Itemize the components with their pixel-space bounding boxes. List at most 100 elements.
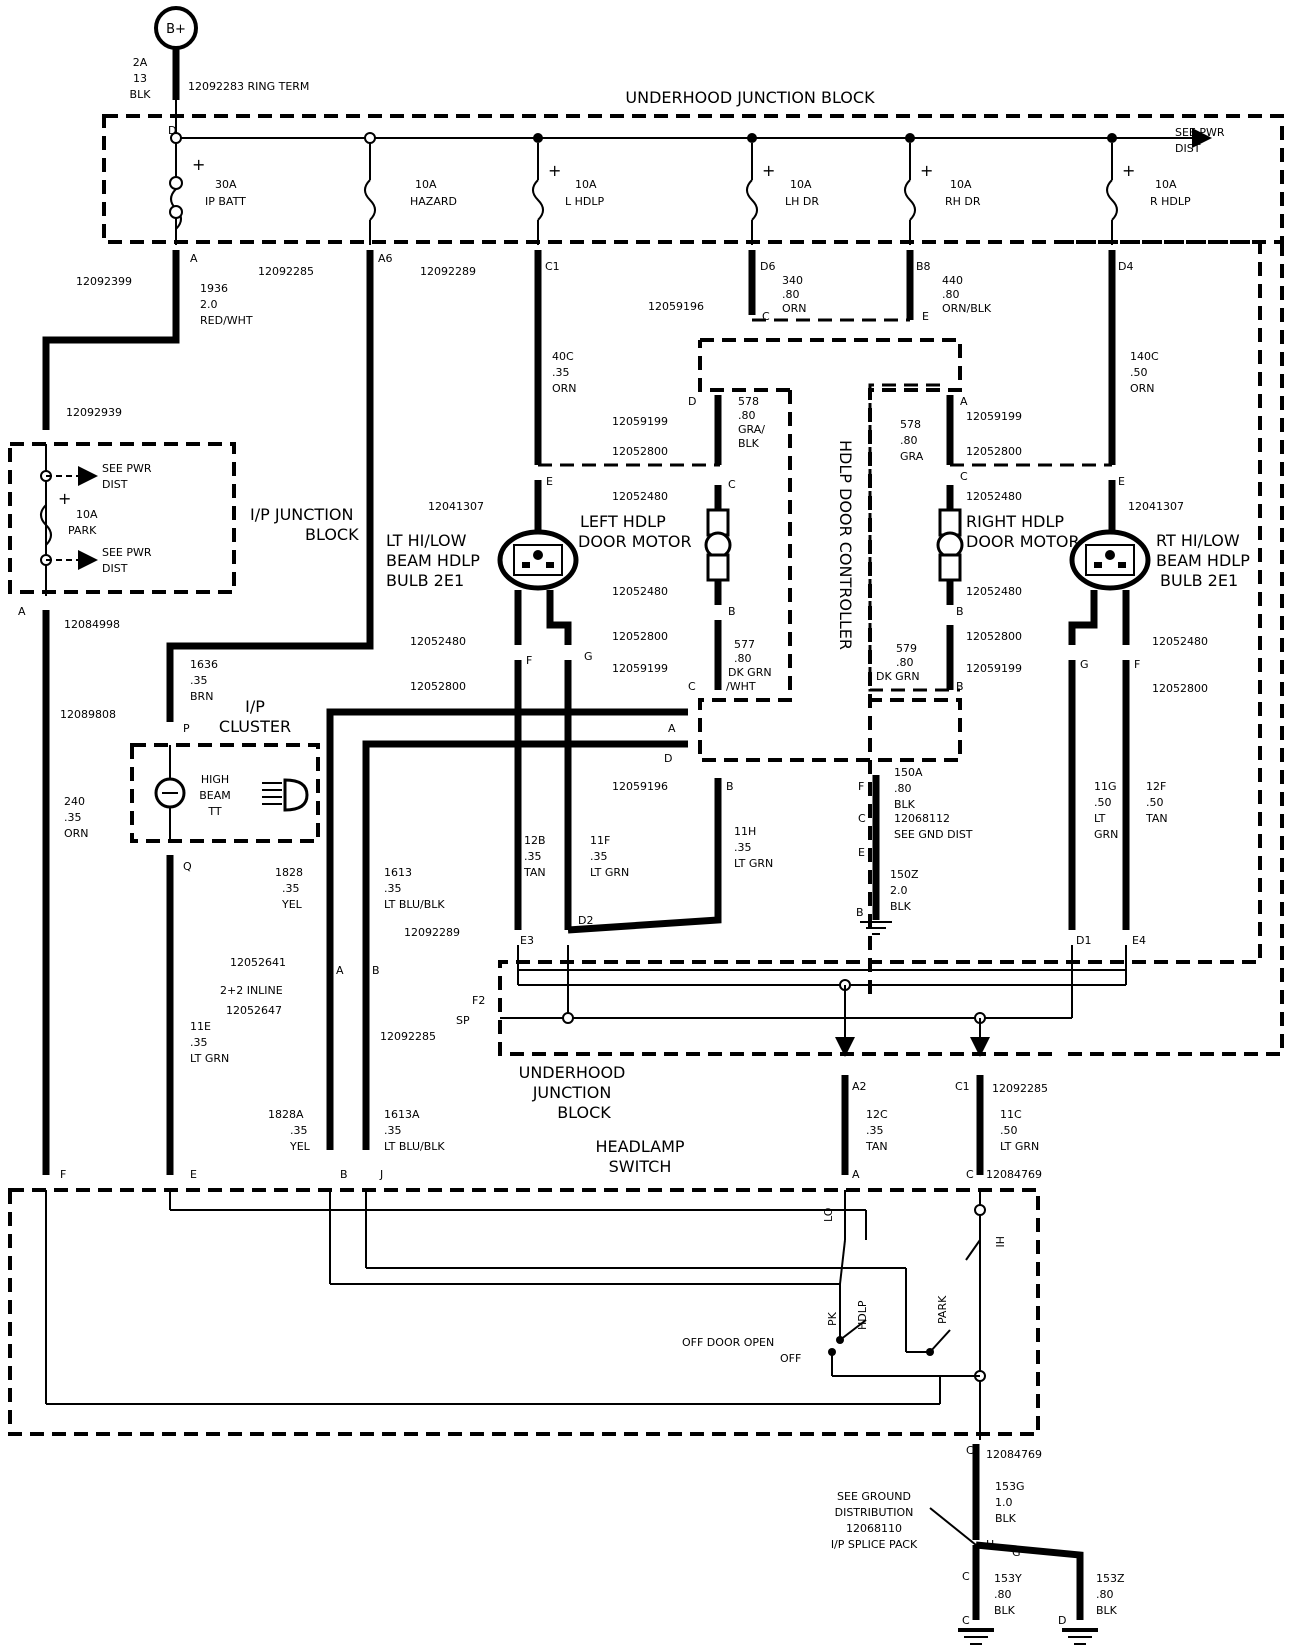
svg-text:LH DR: LH DR — [785, 195, 819, 208]
svg-text:11G: 11G — [1094, 780, 1117, 793]
svg-text:SEE PWR: SEE PWR — [1175, 126, 1225, 139]
svg-text:B: B — [340, 1168, 348, 1181]
svg-text:2A: 2A — [133, 56, 148, 69]
svg-text:LO: LO — [822, 1207, 835, 1222]
svg-text:.80: .80 — [782, 288, 800, 301]
svg-text:RH DR: RH DR — [945, 195, 981, 208]
svg-text:150Z: 150Z — [890, 868, 919, 881]
svg-text:DIST: DIST — [102, 478, 128, 491]
svg-text:A6: A6 — [378, 252, 393, 265]
svg-text:E: E — [546, 475, 553, 488]
high-beam-symbol-icon — [262, 778, 309, 812]
svg-text:HI: HI — [993, 1236, 1006, 1248]
svg-text:12092399: 12092399 — [76, 275, 132, 288]
svg-text:C: C — [962, 1570, 970, 1583]
svg-text:LT GRN: LT GRN — [590, 866, 629, 879]
svg-text:E4: E4 — [1132, 934, 1146, 947]
svg-text:30A: 30A — [215, 178, 237, 191]
svg-text:A: A — [336, 964, 344, 977]
svg-text:C: C — [728, 478, 736, 491]
svg-text:SEE GND DIST: SEE GND DIST — [894, 828, 973, 841]
svg-text:12084769: 12084769 — [986, 1168, 1042, 1181]
svg-text:SEE PWR: SEE PWR — [102, 462, 152, 475]
svg-text:1636: 1636 — [190, 658, 218, 671]
svg-text:HAZARD: HAZARD — [410, 195, 457, 208]
svg-text:12052800: 12052800 — [612, 445, 668, 458]
svg-text:G: G — [584, 650, 593, 663]
svg-text:12052647: 12052647 — [226, 1004, 282, 1017]
svg-text:C: C — [858, 812, 866, 825]
svg-text:.80: .80 — [738, 409, 756, 422]
svg-text:BULB 2E1: BULB 2E1 — [1160, 571, 1238, 590]
svg-text:LT: LT — [1094, 812, 1106, 825]
svg-text:LT BLU/BLK: LT BLU/BLK — [384, 898, 445, 911]
svg-text:F: F — [858, 780, 864, 793]
svg-text:+: + — [58, 489, 71, 508]
svg-text:12052480: 12052480 — [612, 490, 668, 503]
svg-text:11C: 11C — [1000, 1108, 1022, 1121]
svg-text:10A: 10A — [790, 178, 812, 191]
svg-text:YEL: YEL — [289, 1140, 311, 1153]
svg-text:D: D — [1058, 1614, 1066, 1627]
svg-text:1613A: 1613A — [384, 1108, 420, 1121]
svg-text:D: D — [168, 124, 176, 137]
svg-text:D4: D4 — [1118, 260, 1133, 273]
ring-term-label: 12092283 RING TERM — [188, 80, 309, 93]
svg-text:.35: .35 — [552, 366, 570, 379]
svg-text:10A: 10A — [415, 178, 437, 191]
svg-text:Q: Q — [183, 860, 192, 873]
ground-right-icon — [1062, 1628, 1098, 1645]
svg-text:12B: 12B — [524, 834, 546, 847]
svg-text:11F: 11F — [590, 834, 610, 847]
ip-cluster — [130, 743, 320, 843]
svg-text:10A: 10A — [575, 178, 597, 191]
svg-text:577: 577 — [734, 638, 755, 651]
svg-text:GRN: GRN — [1094, 828, 1118, 841]
svg-text:12068110: 12068110 — [846, 1522, 902, 1535]
svg-text:13: 13 — [133, 72, 147, 85]
svg-text:OFF DOOR OPEN: OFF DOOR OPEN — [682, 1336, 774, 1349]
uhjb-title: UNDERHOOD JUNCTION BLOCK — [625, 88, 875, 107]
fuse-hazard: 10A HAZARD — [364, 132, 457, 245]
svg-text:12068112: 12068112 — [894, 812, 950, 825]
svg-text:.50: .50 — [1130, 366, 1148, 379]
svg-text:.50: .50 — [1094, 796, 1112, 809]
svg-text:G: G — [1080, 658, 1089, 671]
svg-text:LEFT HDLP: LEFT HDLP — [580, 512, 666, 531]
svg-text:240: 240 — [64, 795, 85, 808]
svg-text:TAN: TAN — [1145, 812, 1168, 825]
svg-text:C: C — [688, 680, 696, 693]
svg-text:LT BLU/BLK: LT BLU/BLK — [384, 1140, 445, 1153]
svg-text:+: + — [192, 155, 205, 174]
svg-text:L HDLP: L HDLP — [565, 195, 604, 208]
underhood-junction-block — [102, 114, 1284, 244]
svg-text:B: B — [728, 605, 736, 618]
svg-text:LT GRN: LT GRN — [190, 1052, 229, 1065]
svg-text:JUNCTION: JUNCTION — [532, 1083, 612, 1102]
svg-text:F: F — [1134, 658, 1140, 671]
svg-text:12052480: 12052480 — [966, 490, 1022, 503]
svg-text:CLUSTER: CLUSTER — [219, 717, 291, 736]
svg-text:B: B — [956, 605, 964, 618]
svg-text:BRN: BRN — [190, 690, 213, 703]
ground-icon — [860, 921, 892, 935]
fuse-lh-dr: + 10A LH DR — [746, 133, 819, 245]
svg-text:.80: .80 — [894, 782, 912, 795]
battery-terminal: B+ — [154, 6, 198, 50]
svg-text:E: E — [922, 310, 929, 323]
svg-text:GRA: GRA — [900, 450, 924, 463]
svg-text:.50: .50 — [1146, 796, 1164, 809]
svg-text:DK GRN: DK GRN — [728, 666, 772, 679]
svg-text:2.0: 2.0 — [200, 298, 218, 311]
svg-text:E3: E3 — [520, 934, 534, 947]
svg-text:BLOCK: BLOCK — [557, 1103, 611, 1122]
left-door-motor-icon — [704, 508, 732, 582]
svg-text:F: F — [526, 654, 532, 667]
svg-text:I/P SPLICE PACK: I/P SPLICE PACK — [831, 1538, 918, 1551]
svg-text:DOOR MOTOR: DOOR MOTOR — [966, 532, 1080, 551]
svg-text:ORN: ORN — [64, 827, 89, 840]
svg-text:+: + — [548, 161, 561, 180]
svg-text:PARK: PARK — [68, 524, 97, 537]
svg-text:BEAM HDLP: BEAM HDLP — [1156, 551, 1250, 570]
